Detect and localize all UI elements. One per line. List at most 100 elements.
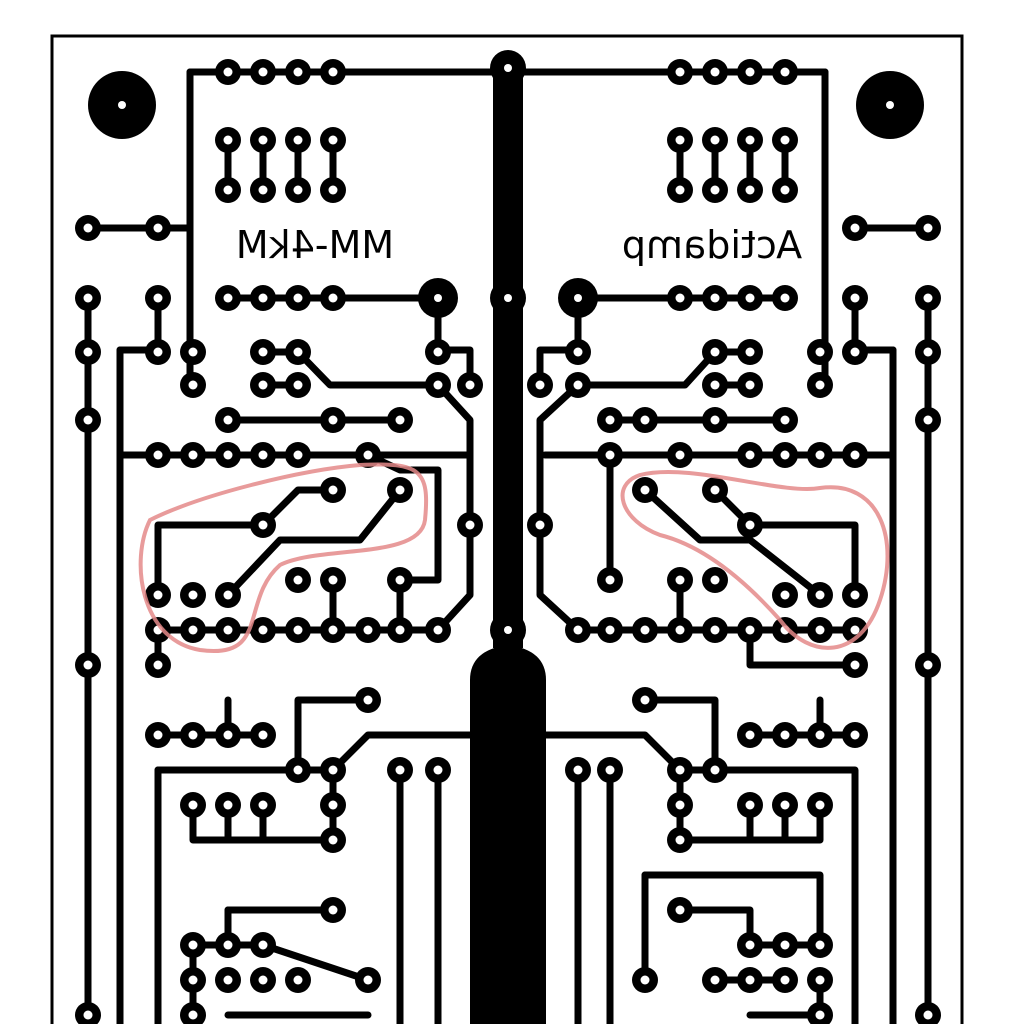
solder-pad [180,372,206,398]
solder-pad [215,967,241,993]
solder-pad [320,477,346,503]
solder-pad [565,339,591,365]
solder-pad [772,285,798,311]
solder-pad [320,567,346,593]
board-label-right: Actidamp [622,223,802,267]
solder-pad [915,339,941,365]
solder-pad [702,967,728,993]
solder-pad [597,617,623,643]
solder-pad [807,722,833,748]
solder-pad [387,757,413,783]
solder-pad [75,285,101,311]
solder-pad [772,582,798,608]
solder-pad [702,407,728,433]
solder-pads [75,59,941,1024]
solder-pad [807,932,833,958]
solder-pad [215,442,241,468]
solder-pad [75,407,101,433]
solder-pad [180,792,206,818]
solder-pad [772,127,798,153]
solder-pad [75,339,101,365]
solder-pad [285,442,311,468]
solder-pad [285,59,311,85]
solder-pad [702,285,728,311]
solder-pad [180,967,206,993]
solder-pad [737,722,763,748]
solder-pad [387,567,413,593]
solder-pad [387,407,413,433]
large-pads [418,50,598,648]
solder-pad [737,59,763,85]
red-highlight-left [138,462,429,654]
solder-pad [355,442,381,468]
solder-pad [75,215,101,241]
solder-pad [915,285,941,311]
solder-pad [527,512,553,538]
solder-pad [842,582,868,608]
solder-pad [772,617,798,643]
solder-pad [285,967,311,993]
solder-pad [285,127,311,153]
solder-pad [250,285,276,311]
solder-pad [285,177,311,203]
solder-pad [772,177,798,203]
solder-pad [737,177,763,203]
solder-pad [215,407,241,433]
solder-pad [250,617,276,643]
solder-pad [285,285,311,311]
solder-pad [597,567,623,593]
solder-pad [842,652,868,678]
solder-pad [667,127,693,153]
solder-pad [180,932,206,958]
solder-pad [320,285,346,311]
solder-pad [425,339,451,365]
solder-pad [285,617,311,643]
solder-pad [737,967,763,993]
solder-pad [180,1002,206,1024]
solder-pad [915,652,941,678]
solder-pad [565,617,591,643]
solder-pad [180,582,206,608]
solder-pad [772,442,798,468]
solder-pad [667,897,693,923]
solder-pad [772,722,798,748]
solder-pad [527,372,553,398]
solder-pad [145,442,171,468]
solder-pad [667,285,693,311]
solder-pad [772,407,798,433]
solder-pad [667,827,693,853]
solder-pad [145,339,171,365]
solder-pad [667,617,693,643]
solder-pad [842,285,868,311]
solder-pad [250,339,276,365]
solder-pad [702,339,728,365]
solder-pad [667,792,693,818]
solder-pad [807,617,833,643]
solder-pad [250,59,276,85]
solder-pad [250,512,276,538]
solder-pad [355,687,381,713]
solder-pad [320,792,346,818]
solder-pad [842,215,868,241]
solder-pad [807,967,833,993]
solder-pad [425,372,451,398]
solder-pad [320,617,346,643]
solder-pad [842,339,868,365]
solder-pad [457,512,483,538]
solder-pad [737,442,763,468]
solder-pad [597,757,623,783]
central-ground-bus [470,68,546,1024]
red-highlight-right [620,469,890,650]
solder-pad [215,932,241,958]
solder-pad [145,722,171,748]
solder-pad [632,477,658,503]
solder-pad [807,1002,833,1024]
solder-pad [250,792,276,818]
solder-pad [737,792,763,818]
solder-pad [915,1002,941,1024]
solder-pad [807,442,833,468]
solder-pad [807,792,833,818]
solder-pad [387,617,413,643]
solder-pad [250,177,276,203]
